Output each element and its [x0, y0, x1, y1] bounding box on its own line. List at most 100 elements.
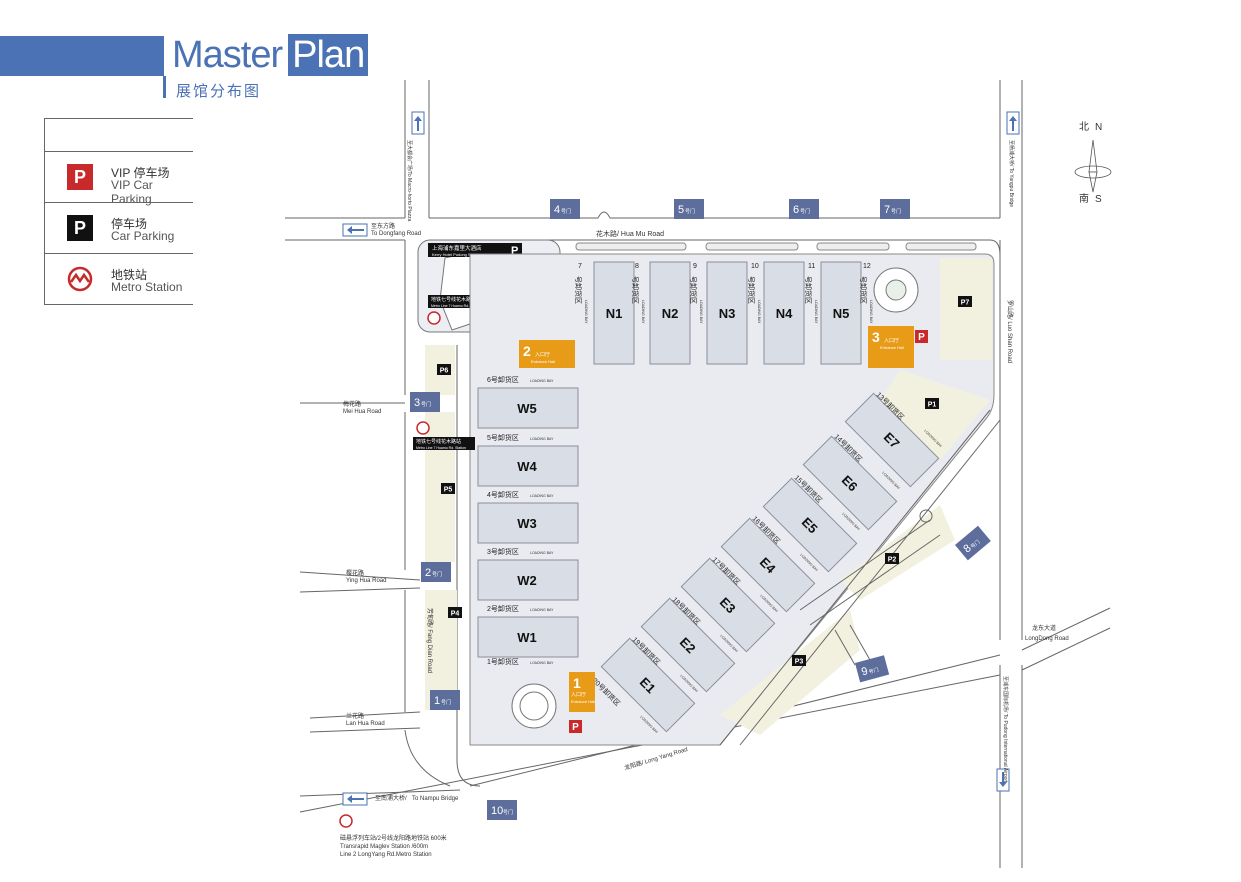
- gate-suffix: 号门: [432, 571, 442, 578]
- loading-bay-en: LOADING BAY: [869, 300, 873, 324]
- entrance-number: 2: [523, 343, 531, 359]
- loading-bay-number: 7: [578, 263, 582, 270]
- hall-w1: [477, 616, 579, 658]
- vip-parking-icon: [569, 720, 582, 733]
- metro-icon: [67, 266, 93, 292]
- entrance-hall-1: [569, 672, 595, 712]
- hall-n5: [820, 261, 862, 365]
- loading-bay-en: LOADING BAY: [530, 437, 554, 441]
- gate-marker: [550, 199, 580, 219]
- hall-e2: E2: [640, 597, 736, 693]
- hotel-name-en: Kerry Hotel Pudong Shanghai: [432, 252, 485, 257]
- hall-shape: [600, 637, 696, 733]
- road-label-to-yangpu: 至杨浦大桥/ To Yangpu Bridge: [1008, 140, 1015, 207]
- road-label-ying-hua-en: Ying Hua Road: [346, 578, 386, 584]
- gate-marker: [955, 525, 991, 561]
- road-label-to-dongfang-cn: 至东方路: [371, 222, 395, 230]
- gate-number: 2: [425, 567, 431, 579]
- legend-item-parking: P 停车场 Car Parking: [45, 202, 193, 253]
- loading-bay-label: 号卸货区: [747, 276, 756, 304]
- gate-suffix: 号门: [441, 699, 451, 706]
- metro-label-cn: 地铁七号线花木路站: [431, 296, 476, 303]
- hall-w4: [477, 445, 579, 487]
- gate-number: 3: [414, 397, 420, 409]
- entrance-hall-2: [519, 340, 575, 368]
- loading-bay-label: 号卸货区: [631, 276, 640, 304]
- hall-w3: [477, 502, 579, 544]
- gate-marker: [410, 392, 440, 412]
- gate-marker: [674, 199, 704, 219]
- loading-bay-en: LOADING BAY: [641, 300, 645, 324]
- loading-bay-label: 号卸货区: [804, 276, 813, 304]
- loading-bay-label: 1号卸货区: [487, 657, 519, 666]
- hall-shape: [680, 557, 776, 653]
- hall-e7: E7: [844, 392, 940, 488]
- gate-suffix: 号门: [421, 401, 431, 408]
- loading-bay-label: 4号卸货区: [487, 490, 519, 499]
- entrance-label-en: Entrance Hall: [880, 345, 904, 350]
- hall-e3: E3: [680, 557, 776, 653]
- entrance-label-cn: 入口厅: [571, 692, 586, 698]
- parking-icon: P: [67, 215, 93, 241]
- parking-label: P1: [928, 402, 937, 409]
- gate-suffix: 号门: [868, 666, 879, 675]
- legend-item-metro: 地铁站 Metro Station: [45, 253, 193, 305]
- parking-p3: [792, 655, 806, 666]
- gate-suffix: 号门: [561, 208, 571, 215]
- road-label-ying-hua-cn: 樱花路: [346, 569, 364, 577]
- gate-marker: [789, 199, 819, 219]
- parking-label: P6: [440, 368, 449, 375]
- gate-number: 7: [884, 204, 890, 216]
- legend-label-cn: VIP 停车场: [111, 166, 170, 180]
- loading-bay-en: LOADING BAY: [814, 300, 818, 324]
- hall-shape: [720, 517, 816, 613]
- parking-p6: [437, 364, 451, 375]
- hall-label: W3: [517, 516, 537, 531]
- gate-suffix: 号门: [969, 538, 981, 550]
- vip-parking-icon: P: [67, 164, 93, 190]
- loading-bay-en: LOADING BAY: [530, 661, 554, 665]
- gate-number: 10: [491, 805, 503, 817]
- road-label-mei-hua-en: Mei Hua Road: [343, 409, 381, 415]
- loading-bay-en: LOADING BAY: [530, 379, 554, 383]
- loading-bay-en: LOADING BAY: [584, 300, 588, 324]
- gate-number: 1: [434, 695, 440, 707]
- maglev-line1: 磁悬浮列车站/2号线龙阳路地铁站 600米: [340, 834, 447, 842]
- hall-e6: E6: [802, 435, 898, 531]
- hall-e5: E5: [762, 477, 858, 573]
- gate-marker: [487, 800, 517, 820]
- parking-p7: [958, 296, 972, 307]
- entrance-label-en: Entrance Hall: [531, 359, 555, 364]
- loading-bay-number: 11: [808, 263, 815, 270]
- hall-n1: [593, 261, 635, 365]
- parking-label: P4: [451, 611, 460, 618]
- loading-bay-label: 5号卸货区: [487, 433, 519, 442]
- hall-label: W2: [517, 573, 537, 588]
- gate-marker: [855, 655, 890, 683]
- gate-suffix: 号门: [685, 208, 695, 215]
- road-label-lan-hua-cn: 兰花路: [346, 712, 364, 720]
- gate-marker: [430, 690, 460, 710]
- loading-bay-number: 10: [751, 263, 759, 270]
- entrance-label-cn: 入口厅: [884, 338, 899, 344]
- road-label-to-metro-plaza: 至大都会广场/To Macro-horto Plazza: [406, 140, 413, 222]
- road-label-long-yang: 龙阳路/ Long Yang Road: [623, 745, 688, 772]
- hall-n4: [763, 261, 805, 365]
- parking-p4: [448, 607, 462, 618]
- road-label-fang-dian: 芳甸路/ Fang Dian Road: [426, 608, 434, 673]
- loading-bay-label: 6号卸货区: [487, 375, 519, 384]
- road-label-mei-hua-cn: 梅花路: [343, 400, 361, 408]
- gate-number: 6: [793, 204, 799, 216]
- hall-e4: E4: [720, 517, 816, 613]
- east-access-roads: [719, 409, 1001, 746]
- legend-label-en: Car Parking: [111, 229, 175, 243]
- entrance-number: 1: [573, 675, 581, 691]
- entrance-number: 3: [872, 329, 880, 345]
